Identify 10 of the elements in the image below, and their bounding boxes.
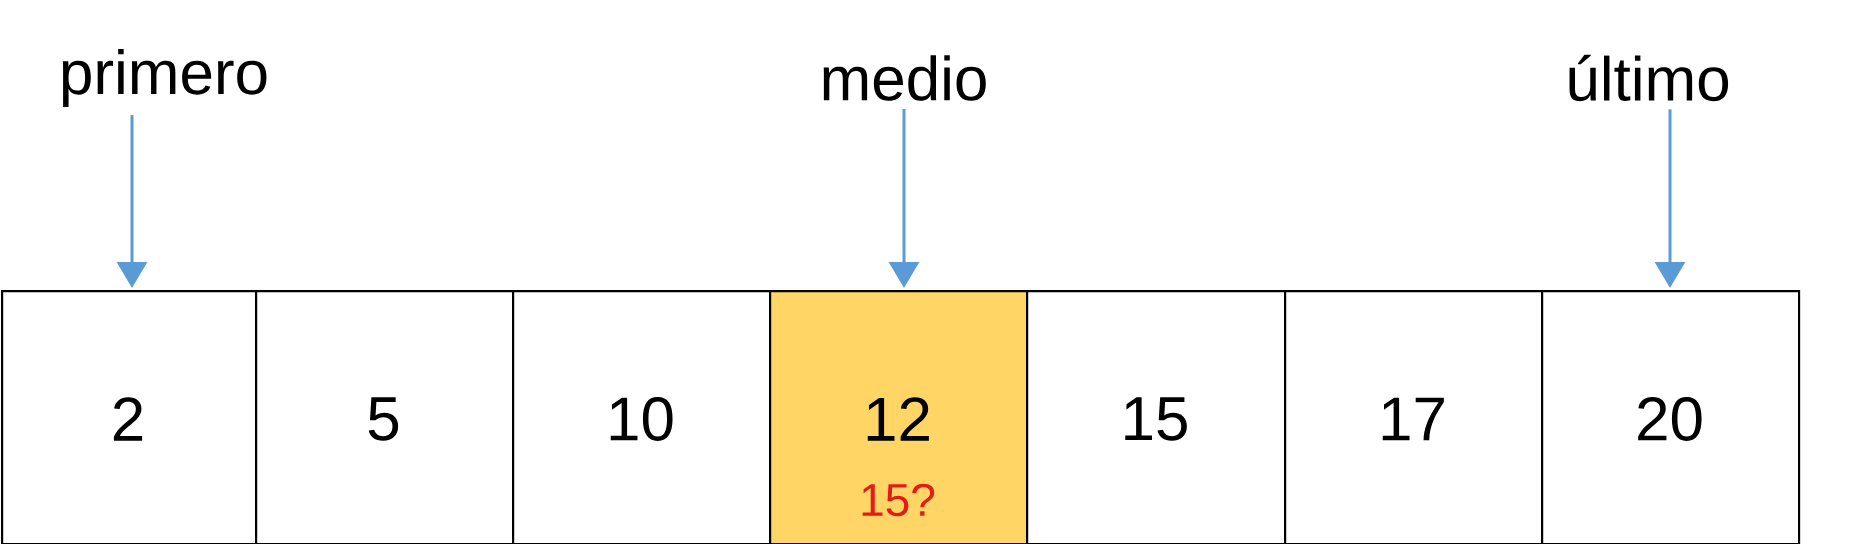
array-cell: 2: [1, 290, 258, 544]
array-cell: 10: [512, 290, 772, 544]
array-cell: 20: [1541, 290, 1801, 544]
array-cell: 15: [1026, 290, 1287, 544]
array-cell: 12 15?: [769, 290, 1029, 544]
array-cell: 17: [1284, 290, 1544, 544]
array-cell: 5: [255, 290, 515, 544]
pointer-label: primero: [62, 49, 267, 107]
pointer-label: medio: [823, 55, 986, 101]
pointer-label: último: [1569, 54, 1729, 102]
